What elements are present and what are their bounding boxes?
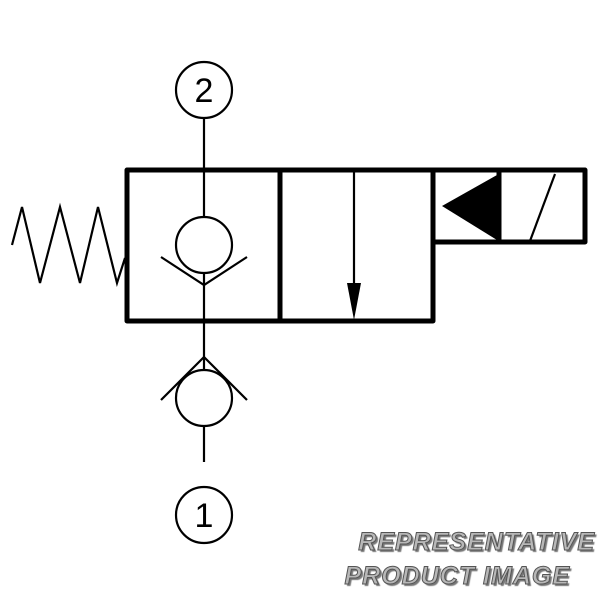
solenoid-box <box>430 167 588 245</box>
port-2-label: 2 <box>195 72 214 110</box>
port-2-circle <box>174 60 234 120</box>
watermark-line-1: REPRESENTATIVE <box>358 528 595 557</box>
flow-arrowhead-icon <box>347 283 361 320</box>
solenoid-coil-slash-icon <box>528 173 557 242</box>
check-valve-lower-icon <box>160 355 248 428</box>
solenoid-triangle-icon <box>442 175 497 240</box>
port-1-label: 1 <box>195 497 214 535</box>
port-1-circle <box>174 485 234 545</box>
watermark-line-2: PRODUCT IMAGE <box>344 562 570 591</box>
check-valve-upper-icon <box>160 215 248 287</box>
valve-envelope-right <box>277 167 436 324</box>
spring-icon <box>10 202 127 288</box>
